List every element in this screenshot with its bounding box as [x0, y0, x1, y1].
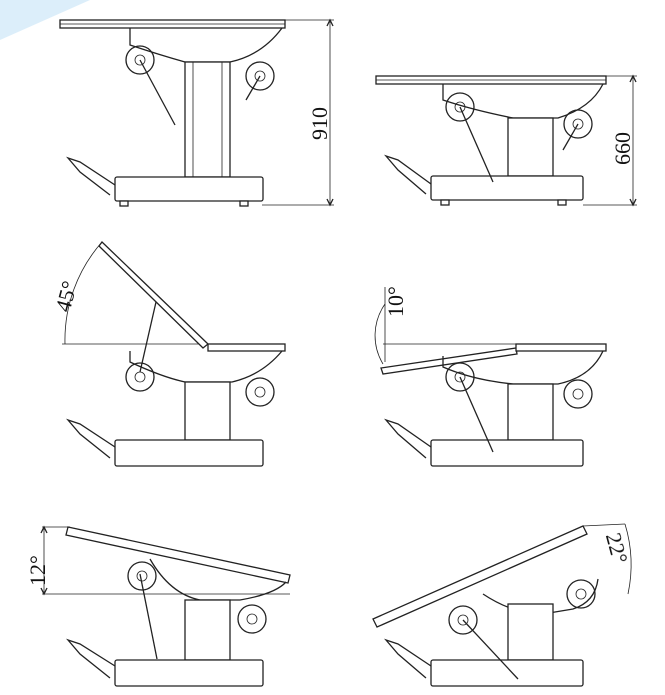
height-max-label: 910: [307, 107, 332, 140]
panel-leg-drop: 10°: [333, 232, 665, 467]
panel-reverse-trendelenburg: 22°: [333, 464, 665, 695]
height-min-label: 660: [610, 132, 635, 165]
table-drawing-max-height: [59, 18, 334, 207]
panel-back-raise: 45°: [0, 232, 332, 467]
table-drawing-reverse-trendelenburg: [372, 523, 632, 687]
table-drawing-trendelenburg: [40, 525, 291, 687]
table-drawing-leg-drop: [374, 287, 607, 467]
panel-trendelenburg: 12°: [0, 464, 332, 695]
trendelenburg-label: 12°: [25, 555, 50, 586]
table-drawing-min-height: [375, 74, 637, 207]
leg-drop-label: 10°: [383, 286, 408, 317]
table-drawing-back-raise: [62, 241, 286, 467]
panel-min-height: 660: [333, 0, 665, 231]
panel-max-height: 910: [0, 0, 334, 231]
